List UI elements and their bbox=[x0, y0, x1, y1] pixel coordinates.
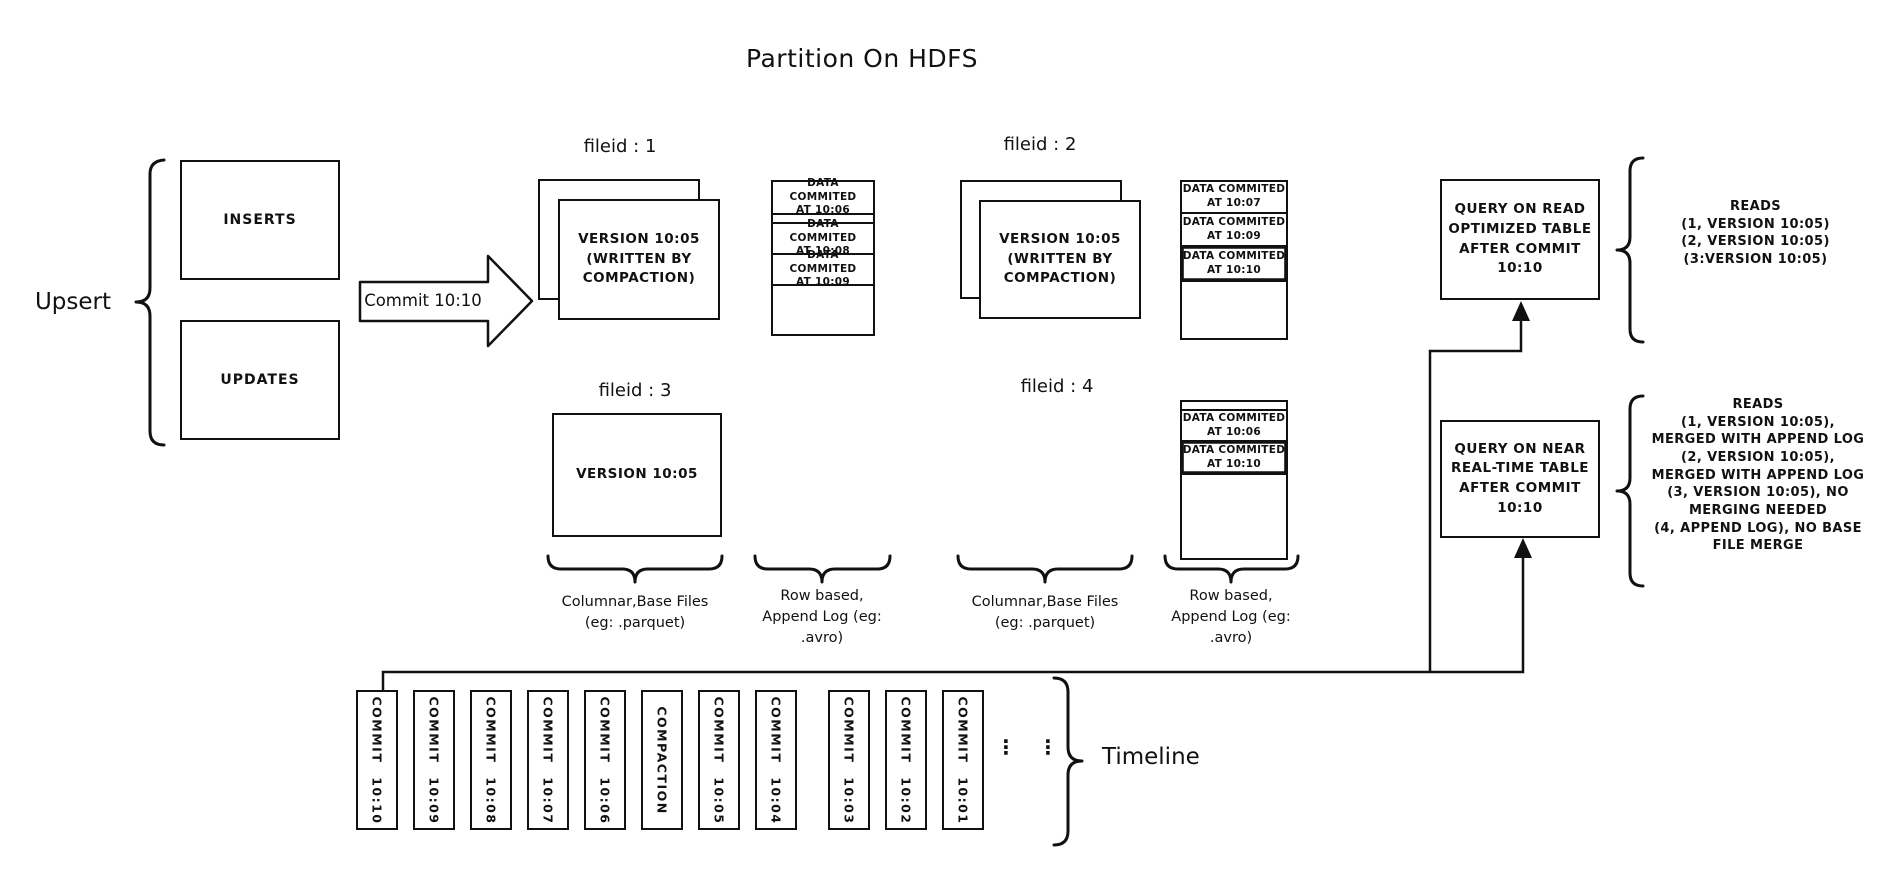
fileid-3-label: fileid : 3 bbox=[598, 380, 672, 401]
timeline-entry: COMMIT 10:03 bbox=[828, 690, 870, 830]
log-cell: DATA COMMITED AT 10:08 bbox=[773, 218, 873, 257]
log-cell: DATA COMMITED AT 10:06 bbox=[1182, 411, 1286, 442]
log-gap-strip bbox=[773, 215, 873, 224]
realtime-arrowhead-icon bbox=[1514, 538, 1532, 558]
timeline-entry: COMMIT 10:04 bbox=[755, 690, 797, 830]
row-based-append-log-label-1: Row based, Append Log (eg: .avro) bbox=[762, 588, 882, 647]
log-cell: DATA COMMITED AT 10:09 bbox=[1182, 214, 1286, 247]
reads-brace-2 bbox=[1615, 394, 1645, 588]
append-log-fileid-2: DATA COMMITED AT 10:07 DATA COMMITED AT … bbox=[1180, 180, 1288, 340]
log-cell-latest: DATA COMMITED AT 10:10 bbox=[1182, 247, 1286, 282]
log-empty-cell bbox=[773, 286, 873, 334]
timeline-entry: COMMIT 10:02 bbox=[885, 690, 927, 830]
timeline-brace bbox=[1052, 676, 1084, 847]
query-read-optimized-box: QUERY ON READ OPTIMIZED TABLE AFTER COMM… bbox=[1440, 179, 1600, 300]
reads-brace-1 bbox=[1615, 156, 1645, 344]
timeline-entry: COMMIT 10:10 bbox=[356, 690, 398, 830]
timeline-ellipsis-icon: ⋮ bbox=[1038, 735, 1058, 759]
fileid-1-label: fileid : 1 bbox=[583, 136, 657, 157]
log-empty-cell bbox=[1182, 475, 1286, 558]
log-gap-strip bbox=[1182, 402, 1286, 411]
timeline-entry: COMMIT 10:09 bbox=[413, 690, 455, 830]
fileid-2-version-box: VERSION 10:05 (WRITTEN BY COMPACTION) bbox=[979, 200, 1141, 319]
reads-read-optimized-text: READS (1, VERSION 10:05) (2, VERSION 10:… bbox=[1681, 199, 1830, 268]
rowbased-brace-1 bbox=[753, 554, 892, 584]
upsert-label: Upsert bbox=[34, 289, 112, 315]
reads-near-realtime-text: READS (1, VERSION 10:05), MERGED WITH AP… bbox=[1651, 397, 1865, 554]
commit-arrow-shape bbox=[358, 254, 534, 348]
log-cell: DATA COMMITED AT 10:06 bbox=[773, 177, 873, 216]
commit-arrow-label: Commit 10:10 bbox=[364, 291, 482, 310]
upsert-brace bbox=[134, 158, 166, 447]
readoptimized-arrowhead-icon bbox=[1512, 301, 1530, 321]
diagram-title: Partition On HDFS bbox=[746, 44, 978, 73]
columnar-brace-1 bbox=[546, 554, 724, 584]
timeline-ellipsis-icon: ⋮ bbox=[996, 735, 1016, 759]
timeline-label: Timeline bbox=[1102, 744, 1200, 770]
log-empty-cell bbox=[1182, 282, 1286, 338]
timeline-entry: COMMIT 10:07 bbox=[527, 690, 569, 830]
timeline-entry: COMMIT 10:08 bbox=[470, 690, 512, 830]
fileid-3-version-box: VERSION 10:05 bbox=[552, 413, 722, 537]
columnar-base-files-label-2: Columnar,Base Files (eg: .parquet) bbox=[971, 594, 1119, 632]
timeline-entry: COMMIT 10:05 bbox=[698, 690, 740, 830]
columnar-brace-2 bbox=[956, 554, 1134, 584]
append-log-fileid-1: DATA COMMITED AT 10:06 DATA COMMITED AT … bbox=[771, 177, 875, 336]
timeline-entry-compaction: COMPACTION bbox=[641, 690, 683, 830]
timeline-to-readoptimized-connector bbox=[1428, 309, 1523, 672]
rowbased-brace-2 bbox=[1163, 554, 1300, 584]
log-cell: DATA COMMITED AT 10:07 bbox=[1182, 182, 1286, 214]
query-near-realtime-box: QUERY ON NEAR REAL-TIME TABLE AFTER COMM… bbox=[1440, 420, 1600, 538]
log-cell: DATA COMMITED AT 10:09 bbox=[773, 249, 873, 288]
fileid-4-label: fileid : 4 bbox=[1020, 376, 1094, 397]
columnar-base-files-label-1: Columnar,Base Files (eg: .parquet) bbox=[561, 594, 709, 632]
updates-box: UPDATES bbox=[180, 320, 340, 440]
append-log-fileid-4: DATA COMMITED AT 10:06 DATA COMMITED AT … bbox=[1180, 400, 1288, 560]
timeline-to-realtime-connector bbox=[381, 546, 1525, 690]
fileid-2-label: fileid : 2 bbox=[1003, 134, 1077, 155]
inserts-box: INSERTS bbox=[180, 160, 340, 280]
timeline-entry: COMMIT 10:06 bbox=[584, 690, 626, 830]
row-based-append-log-label-2: Row based, Append Log (eg: .avro) bbox=[1171, 588, 1291, 647]
timeline-entry: COMMIT 10:01 bbox=[942, 690, 984, 830]
log-cell-latest: DATA COMMITED AT 10:10 bbox=[1182, 442, 1286, 475]
fileid-1-version-box: VERSION 10:05 (WRITTEN BY COMPACTION) bbox=[558, 199, 720, 320]
